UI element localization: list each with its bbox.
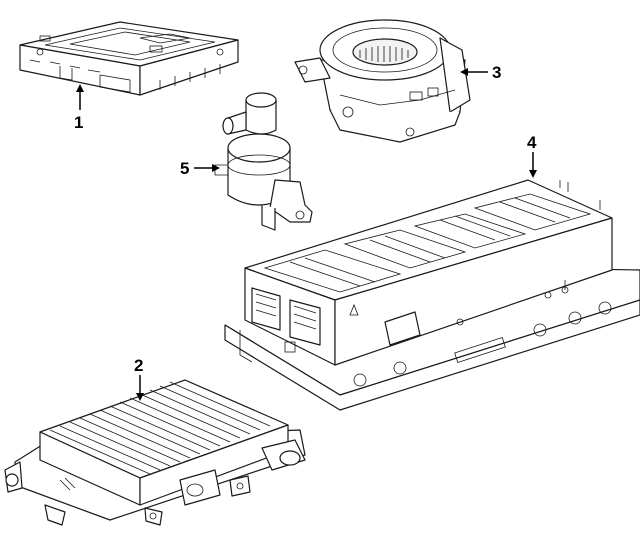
callout-5: 5 — [180, 159, 220, 178]
callout-4: 4 — [527, 133, 537, 178]
part-1-control-module-icon[interactable] — [19, 21, 239, 96]
callout-5-label: 5 — [180, 159, 189, 178]
part-4-battery-pack-icon[interactable] — [224, 179, 640, 411]
part-3-blower-motor-icon[interactable] — [294, 19, 471, 143]
callout-3-label: 3 — [492, 63, 501, 82]
callout-1: 1 — [74, 84, 84, 132]
callout-1-label: 1 — [74, 113, 83, 132]
part-5-coolant-pump-icon[interactable] — [214, 92, 313, 231]
callout-2: 2 — [134, 356, 144, 401]
callout-4-label: 4 — [527, 133, 537, 152]
callout-3: 3 — [460, 63, 501, 82]
part-2-charger-module-icon[interactable] — [4, 379, 306, 526]
callout-2-label: 2 — [134, 356, 143, 375]
